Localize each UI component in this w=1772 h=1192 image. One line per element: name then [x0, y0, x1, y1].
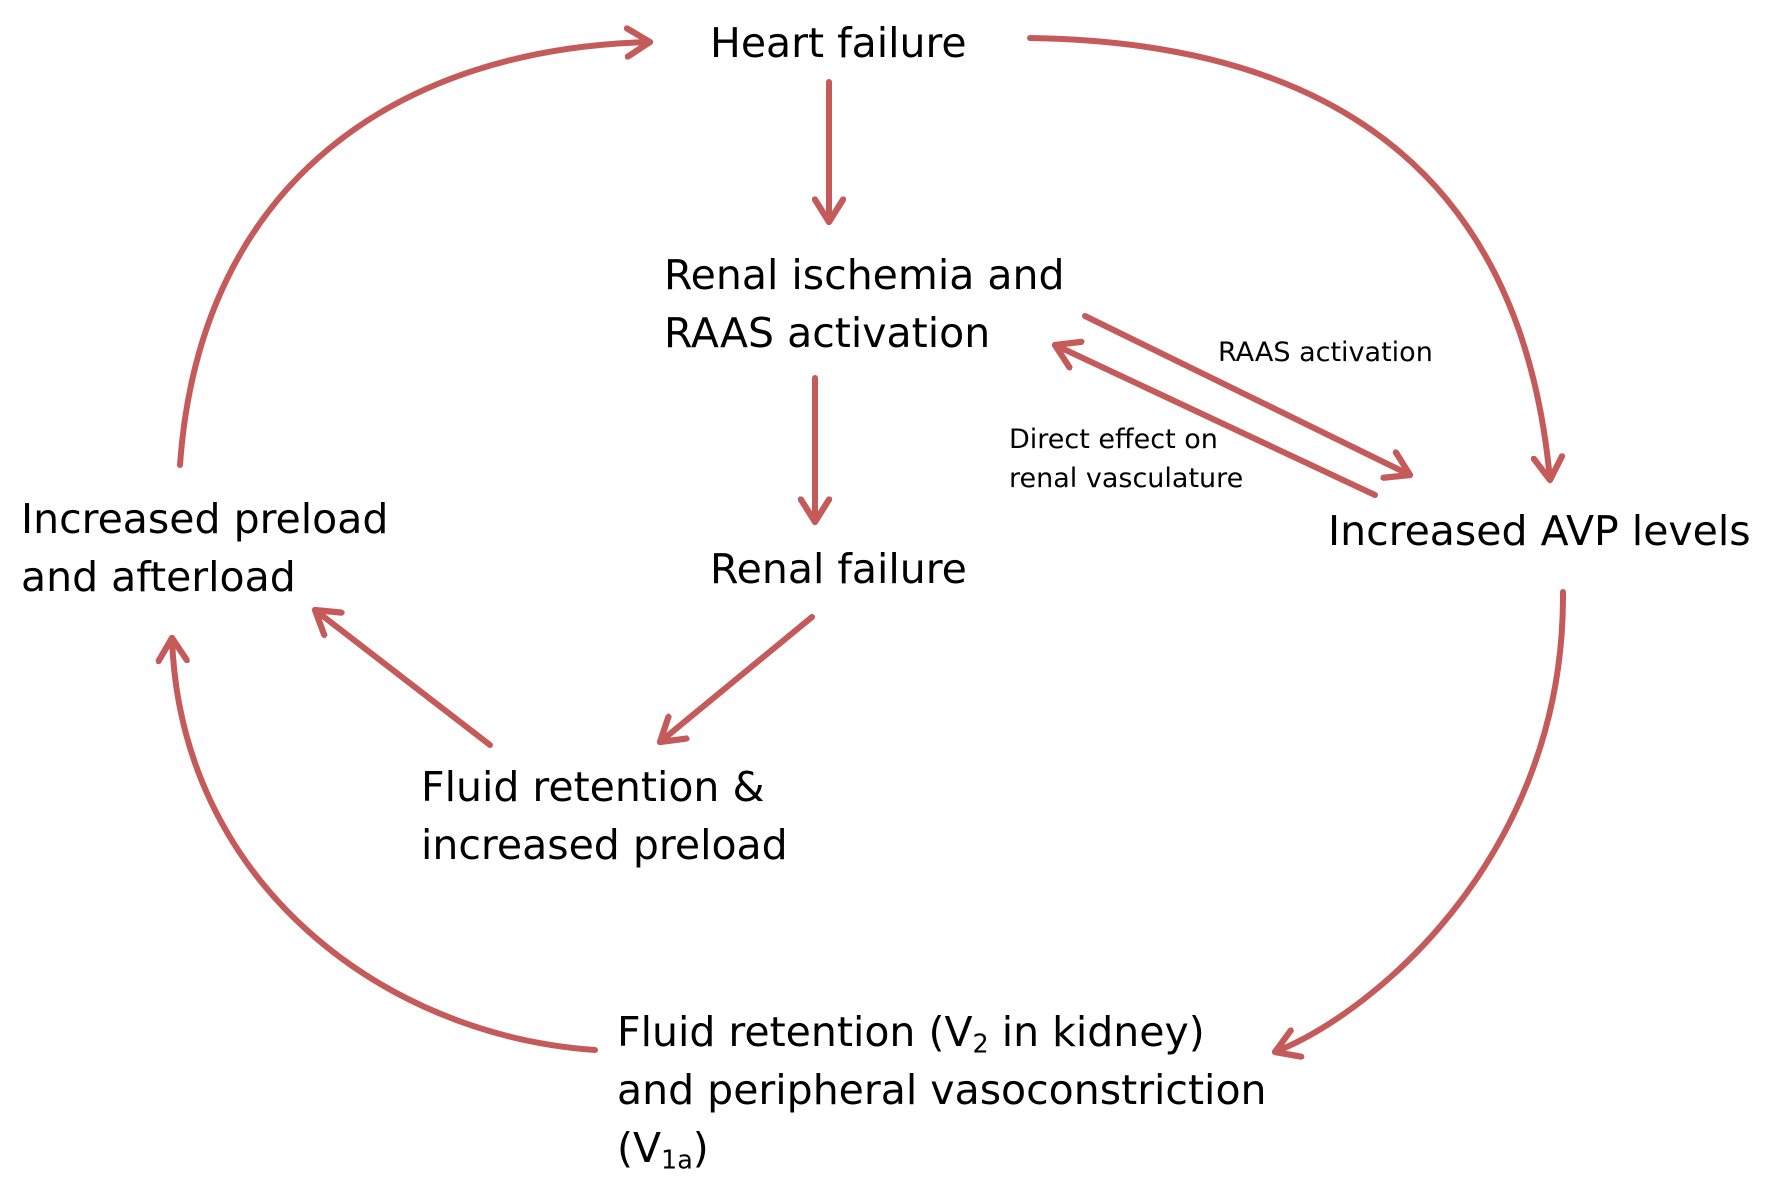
node-increased-preload-afterload: Increased preload and afterload [21, 490, 388, 606]
node-fluid-retention-preload: Fluid retention & increased preload [421, 758, 788, 874]
arrow-renal-failure-to-fluid-retention [660, 614, 815, 742]
node-increased-avp: Increased AVP levels [1328, 502, 1751, 560]
node-fluid-retention-v2: Fluid retention (V2 in kidney) and perip… [617, 1003, 1267, 1177]
arrow-fluid-retention-v2-to-preload-afterload [172, 638, 598, 1053]
arrow-preload-afterload-to-heart [177, 42, 650, 468]
node-fluid-retention-v2-line1-b: in kidney) [988, 1008, 1205, 1056]
edge-label-direct-effect: Direct effect on renal vasculature [1009, 420, 1243, 498]
node-fluid-retention-preload-line1: Fluid retention & [421, 763, 765, 811]
arrow-renal-ischemia-to-avp [1082, 313, 1410, 475]
node-fluid-retention-v2-line3-a: (V [617, 1124, 662, 1172]
edge-label-direct-effect-line2: renal vasculature [1009, 463, 1244, 494]
node-fluid-retention-v2-sub-2: 2 [972, 1028, 989, 1059]
node-fluid-retention-v2-line3: (V1a) [617, 1119, 1267, 1177]
node-fluid-retention-v2-line1-a: Fluid retention (V [617, 1008, 973, 1056]
node-renal-ischemia: Renal ischemia and RAAS activation [664, 246, 1065, 362]
node-increased-avp-label: Increased AVP levels [1328, 507, 1751, 555]
node-heart-failure-label: Heart failure [710, 19, 967, 67]
node-fluid-retention-preload-line2: increased preload [421, 821, 788, 869]
node-fluid-retention-v2-sub-1a: 1a [661, 1144, 693, 1175]
arrow-fluid-retention-to-preload-afterload [315, 610, 493, 748]
arrow-avp-to-renal-ischemia [1055, 345, 1378, 498]
edges-group [172, 35, 1567, 1053]
node-fluid-retention-v2-line1: Fluid retention (V2 in kidney) [617, 1003, 1267, 1061]
node-increased-preload-afterload-line1: Increased preload [21, 495, 389, 543]
edge-label-raas-activation: RAAS activation [1218, 333, 1433, 372]
node-renal-ischemia-line1: Renal ischemia and [664, 251, 1065, 299]
node-heart-failure: Heart failure [710, 14, 967, 72]
node-renal-ischemia-line2: RAAS activation [664, 309, 991, 357]
node-renal-failure: Renal failure [710, 540, 967, 598]
edge-label-direct-effect-line1: Direct effect on [1009, 424, 1218, 455]
edge-label-raas-activation-text: RAAS activation [1218, 337, 1433, 368]
arrow-avp-to-fluid-retention-v2 [1275, 589, 1567, 1052]
node-fluid-retention-v2-line3-b: ) [692, 1124, 709, 1172]
node-fluid-retention-v2-line2: and peripheral vasoconstriction [617, 1066, 1267, 1114]
node-renal-failure-label: Renal failure [710, 545, 967, 593]
node-increased-preload-afterload-line2: and afterload [21, 553, 296, 601]
arrow-heart-to-avp [1027, 35, 1550, 480]
